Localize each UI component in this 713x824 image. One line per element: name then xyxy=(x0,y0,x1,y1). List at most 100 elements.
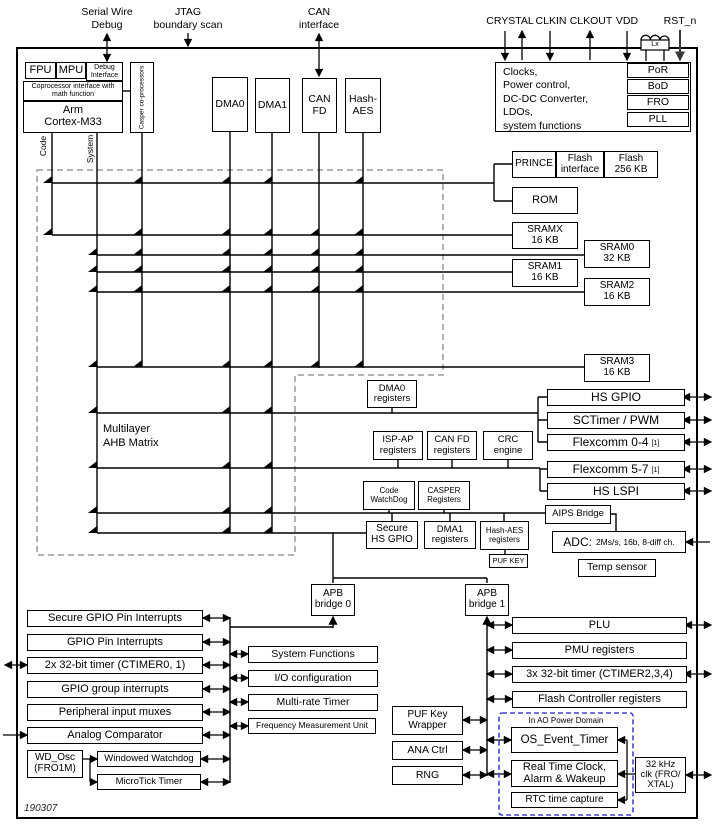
revision-stamp: 190307 xyxy=(24,803,58,814)
right-side-wires xyxy=(461,392,713,805)
hash-aes-block: Hash- AES xyxy=(345,78,381,133)
system-functions-block: System Functions xyxy=(248,646,378,663)
hs-gpio-block: HS GPIO xyxy=(547,389,685,406)
flexcomm04-footnote: [1] xyxy=(651,439,660,447)
flash-interface-block: Flash interface xyxy=(556,151,604,178)
rom-block: ROM xyxy=(512,187,578,214)
plu-block: PLU xyxy=(512,617,687,634)
code-bus-label: Code xyxy=(38,135,48,157)
ahb-matrix-label: Multilayer AHB Matrix xyxy=(103,423,159,449)
rng-block: RNG xyxy=(392,766,463,785)
analog-comparator-block: Analog Comparator xyxy=(27,727,203,744)
os-event-timer-block: OS_Event_Timer xyxy=(511,727,618,753)
prince-block: PRINCE xyxy=(512,151,556,178)
dma1-block: DMA1 xyxy=(255,78,290,133)
ao-domain-outline xyxy=(498,712,634,816)
flexcomm04-label: Flexcomm 0-4 xyxy=(572,435,649,450)
aips-bridge-block: AIPS Bridge xyxy=(545,505,611,524)
pin-label-rstn: RST_n xyxy=(663,14,697,27)
flash-controller-registers-block: Flash Controller registers xyxy=(512,691,687,708)
canfd-registers-block: CAN FD registers xyxy=(427,431,477,460)
ahb-matrix-outline xyxy=(36,169,444,556)
hs-lspi-block: HS LSPI xyxy=(547,483,685,500)
top-pin-wires xyxy=(102,29,685,78)
matrix-junction-triangles xyxy=(43,176,363,533)
ctimer01-block: 2x 32-bit timer (CTIMER0, 1) xyxy=(27,657,203,674)
pmu-registers-block: PMU registers xyxy=(512,642,687,659)
sram3-block: SRAM3 16 KB xyxy=(584,354,650,382)
bod-block: BoD xyxy=(627,79,689,94)
adc-spec: 2Ms/s, 16b, 8-diff ch. xyxy=(595,537,675,548)
cortex-m33-block: Arm Cortex-M33 xyxy=(23,101,123,133)
secure-hs-gpio-block: Secure HS GPIO xyxy=(366,521,418,549)
fro-block: FRO xyxy=(627,95,689,110)
inductor-coil-icon xyxy=(640,34,670,41)
dma0-block: DMA0 xyxy=(212,77,248,132)
hash-aes-registers-block: Hash-AES registers xyxy=(480,521,529,550)
flexcomm57-footnote: [1] xyxy=(651,466,660,474)
inductor-label: Lx xyxy=(651,40,659,48)
flexcomm57-label: Flexcomm 5-7 xyxy=(572,462,649,477)
wd-osc-block: WD_Osc (FRO1M) xyxy=(27,750,83,778)
dma0-registers-block: DMA0 registers xyxy=(367,380,417,408)
adc-block: ADC:2Ms/s, 16b, 8-diff ch. xyxy=(552,531,686,553)
debug-interface-block: Debug Interface xyxy=(86,62,123,81)
mpu-block: MPU xyxy=(56,62,86,79)
pin-label-vdd: VDD xyxy=(615,14,639,27)
rtc-time-capture-block: RTC time capture xyxy=(511,792,618,808)
flexcomm04-block: Flexcomm 0-4[1] xyxy=(547,434,685,451)
gpio-trio-row xyxy=(97,396,547,443)
io-configuration-block: I/O configuration xyxy=(248,670,378,687)
flexcomm-row xyxy=(97,467,547,492)
pin-label-clkin: CLKIN xyxy=(535,14,567,27)
crc-engine-block: CRC engine xyxy=(483,431,533,460)
pin-label-clkout: CLKOUT xyxy=(569,14,613,27)
flash-block: Flash 256 KB xyxy=(604,151,658,178)
pll-block: PLL xyxy=(627,112,689,127)
microtick-timer-block: MicroTick Timer xyxy=(97,774,201,790)
apb-bridge1-block: APB bridge 1 xyxy=(465,584,509,616)
puf-key-block: PUF KEY xyxy=(489,554,528,568)
ana-ctrl-block: ANA Ctrl xyxy=(392,741,463,760)
sram1-block: SRAM1 16 KB xyxy=(512,259,578,287)
pin-label-swd: Serial Wire Debug xyxy=(81,5,133,31)
regs-stubs-row513 xyxy=(388,510,505,521)
regs-stubs-row468 xyxy=(397,460,509,468)
puf-key-wrapper-block: PUF Key Wrapper xyxy=(392,706,463,735)
inductor-box xyxy=(640,39,670,51)
clk32k-block: 32 kHz clk (FRO/ XTAL) xyxy=(635,757,686,793)
sctimer-pwm-block: SCTimer / PWM xyxy=(547,412,685,429)
sram2-block: SRAM2 16 KB xyxy=(584,278,650,306)
por-block: PoR xyxy=(627,63,689,78)
code-watchdog-block: Code WatchDog xyxy=(363,481,415,510)
canfd-block: CAN FD xyxy=(302,78,337,133)
apb-feed xyxy=(332,533,488,583)
secure-gpio-interrupts-block: Secure GPIO Pin Interrupts xyxy=(27,610,203,627)
casper-coprocessors-block: Casper co-processors xyxy=(130,62,154,133)
sram0-block: SRAM0 32 KB xyxy=(584,240,650,268)
peripheral-input-muxes-block: Peripheral input muxes xyxy=(27,704,203,721)
rtc-block: Real Time Clock, Alarm & Wakeup xyxy=(511,760,618,787)
gpio-group-interrupts-block: GPIO group interrupts xyxy=(27,681,203,698)
sramx-block: SRAMX 16 KB xyxy=(512,222,578,249)
freq-measurement-block: Frequency Measurement Unit xyxy=(248,718,376,734)
ctimer234-block: 3x 32-bit timer (CTIMER2,3,4) xyxy=(512,666,687,683)
casper-label: Casper co-processors xyxy=(138,65,146,130)
system-bus-label: System xyxy=(85,134,95,164)
isp-ap-registers-block: ISP-AP registers xyxy=(373,431,423,460)
flash-row xyxy=(52,163,512,202)
coprocessor-interface-block: Coprocessor interface with math function xyxy=(23,81,123,101)
pin-label-crystal: CRYSTAL xyxy=(486,14,534,27)
temp-sensor-block: Temp sensor xyxy=(578,559,656,577)
multirate-timer-block: Multi-rate Timer xyxy=(248,694,378,711)
flexcomm57-block: Flexcomm 5-7[1] xyxy=(547,461,685,478)
pin-label-jtag: JTAG boundary scan xyxy=(153,5,223,31)
left-column-wires xyxy=(3,613,250,787)
apb-bridge0-block: APB bridge 0 xyxy=(311,584,355,616)
aips-adc-link xyxy=(611,513,617,531)
windowed-watchdog-block: Windowed Watchdog xyxy=(97,751,201,767)
adc-title: ADC: xyxy=(563,534,592,549)
fpu-block: FPU xyxy=(25,62,56,79)
ao-domain-label: In AO Power Domain xyxy=(528,716,604,725)
